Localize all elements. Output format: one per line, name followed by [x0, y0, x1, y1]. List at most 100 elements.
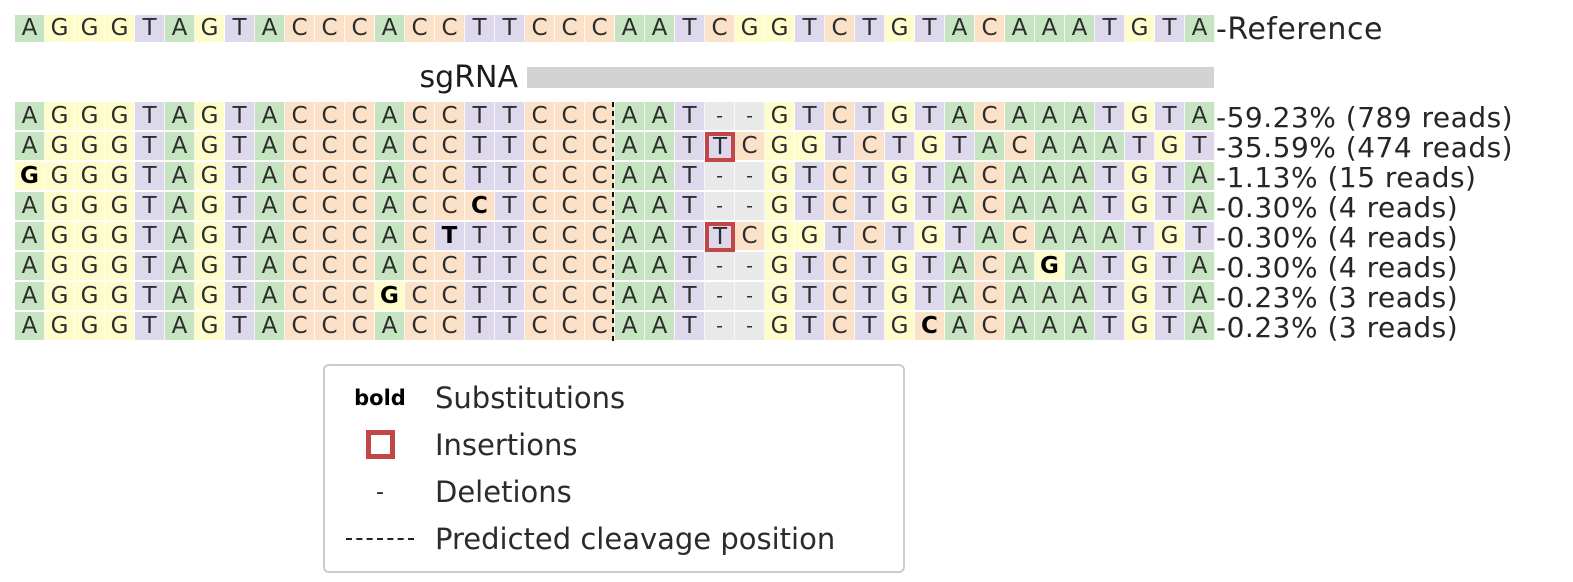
nucleotide-cell: G	[105, 222, 135, 252]
nucleotide-cell: G	[75, 162, 105, 192]
nucleotide-cell: T	[675, 312, 705, 342]
nucleotide-cell: A	[15, 15, 45, 44]
nucleotide-cell: C	[525, 102, 555, 132]
nucleotide-cell: A	[645, 102, 675, 132]
nucleotide-cell: T	[795, 282, 825, 312]
nucleotide-cell: A	[165, 15, 195, 44]
deletion-cell: -	[735, 252, 765, 282]
nucleotide-cell: A	[615, 102, 645, 132]
nucleotide-cell: A	[1005, 162, 1035, 192]
nucleotide-cell: A	[375, 252, 405, 282]
nucleotide-cell: A	[15, 192, 45, 222]
allele-row-label: -0.30% (4 reads)	[1216, 250, 1459, 284]
nucleotide-cell: C	[525, 312, 555, 342]
nucleotide-cell: C	[555, 162, 585, 192]
nucleotide-cell: T	[465, 102, 495, 132]
nucleotide-cell: A	[1035, 15, 1065, 44]
nucleotide-cell: A	[375, 132, 405, 162]
nucleotide-cell: T	[675, 132, 705, 162]
nucleotide-cell: T	[795, 192, 825, 222]
nucleotide-cell: A	[1035, 222, 1065, 252]
nucleotide-cell: C	[705, 15, 735, 44]
nucleotide-cell: G	[1125, 162, 1155, 192]
nucleotide-cell: C	[525, 15, 555, 44]
nucleotide-cell: T	[1155, 312, 1185, 342]
nucleotide-cell: T	[675, 192, 705, 222]
nucleotide-cell: G	[765, 312, 795, 342]
deletion-cell: -	[735, 312, 765, 342]
substitution-cell: T	[435, 222, 465, 252]
nucleotide-cell: G	[105, 282, 135, 312]
nucleotide-cell: T	[1125, 222, 1155, 252]
nucleotide-cell: C	[405, 102, 435, 132]
nucleotide-cell: T	[675, 222, 705, 252]
nucleotide-cell: G	[885, 192, 915, 222]
nucleotide-cell: T	[135, 222, 165, 252]
nucleotide-cell: T	[135, 192, 165, 222]
legend-item-insertions: Insertions	[325, 428, 903, 462]
nucleotide-cell: C	[285, 252, 315, 282]
nucleotide-cell: C	[435, 15, 465, 44]
nucleotide-cell: G	[915, 132, 945, 162]
nucleotide-cell: T	[855, 15, 885, 44]
nucleotide-cell: A	[165, 132, 195, 162]
nucleotide-cell: G	[195, 312, 225, 342]
nucleotide-cell: T	[795, 15, 825, 44]
nucleotide-cell: G	[75, 252, 105, 282]
nucleotide-cell: A	[165, 192, 195, 222]
nucleotide-cell: T	[1125, 132, 1155, 162]
deletion-cell: -	[705, 162, 735, 192]
nucleotide-cell: T	[225, 192, 255, 222]
nucleotide-cell: A	[375, 162, 405, 192]
substitution-cell: C	[915, 312, 945, 342]
nucleotide-cell: A	[1035, 162, 1065, 192]
nucleotide-cell: G	[105, 132, 135, 162]
nucleotide-cell: G	[75, 192, 105, 222]
nucleotide-cell: A	[1005, 312, 1035, 342]
nucleotide-cell: C	[855, 132, 885, 162]
sgrna-label: sgRNA	[419, 59, 518, 95]
nucleotide-cell: T	[1095, 312, 1125, 342]
nucleotide-cell: T	[225, 252, 255, 282]
substitution-cell: G	[15, 162, 45, 192]
nucleotide-cell: T	[225, 102, 255, 132]
nucleotide-cell: T	[795, 102, 825, 132]
nucleotide-cell: C	[315, 252, 345, 282]
nucleotide-cell: T	[225, 222, 255, 252]
nucleotide-cell: T	[945, 222, 975, 252]
nucleotide-cell: T	[915, 102, 945, 132]
nucleotide-cell: T	[1095, 192, 1125, 222]
nucleotide-cell: A	[165, 282, 195, 312]
nucleotide-cell: A	[255, 192, 285, 222]
nucleotide-cell: A	[945, 192, 975, 222]
nucleotide-cell: G	[75, 312, 105, 342]
nucleotide-cell: A	[375, 222, 405, 252]
nucleotide-cell: C	[585, 132, 615, 162]
nucleotide-cell: G	[75, 132, 105, 162]
nucleotide-cell: G	[765, 282, 795, 312]
deletion-cell: -	[705, 102, 735, 132]
nucleotide-cell: G	[885, 252, 915, 282]
nucleotide-cell: G	[45, 15, 75, 44]
legend-label-deletions: Deletions	[435, 475, 572, 510]
nucleotide-cell: T	[465, 222, 495, 252]
nucleotide-cell: C	[555, 102, 585, 132]
nucleotide-cell: G	[45, 132, 75, 162]
nucleotide-cell: A	[375, 192, 405, 222]
nucleotide-cell: G	[885, 102, 915, 132]
nucleotide-cell: C	[825, 162, 855, 192]
nucleotide-cell: T	[495, 132, 525, 162]
nucleotide-cell: T	[225, 132, 255, 162]
nucleotide-cell: C	[435, 282, 465, 312]
nucleotide-cell: C	[1005, 222, 1035, 252]
nucleotide-cell: T	[855, 162, 885, 192]
nucleotide-cell: T	[135, 312, 165, 342]
nucleotide-cell: T	[1155, 192, 1185, 222]
nucleotide-cell: T	[465, 162, 495, 192]
nucleotide-cell: A	[645, 312, 675, 342]
nucleotide-cell: G	[195, 162, 225, 192]
nucleotide-cell: A	[1185, 102, 1215, 132]
nucleotide-cell: C	[315, 192, 345, 222]
nucleotide-cell: T	[495, 222, 525, 252]
